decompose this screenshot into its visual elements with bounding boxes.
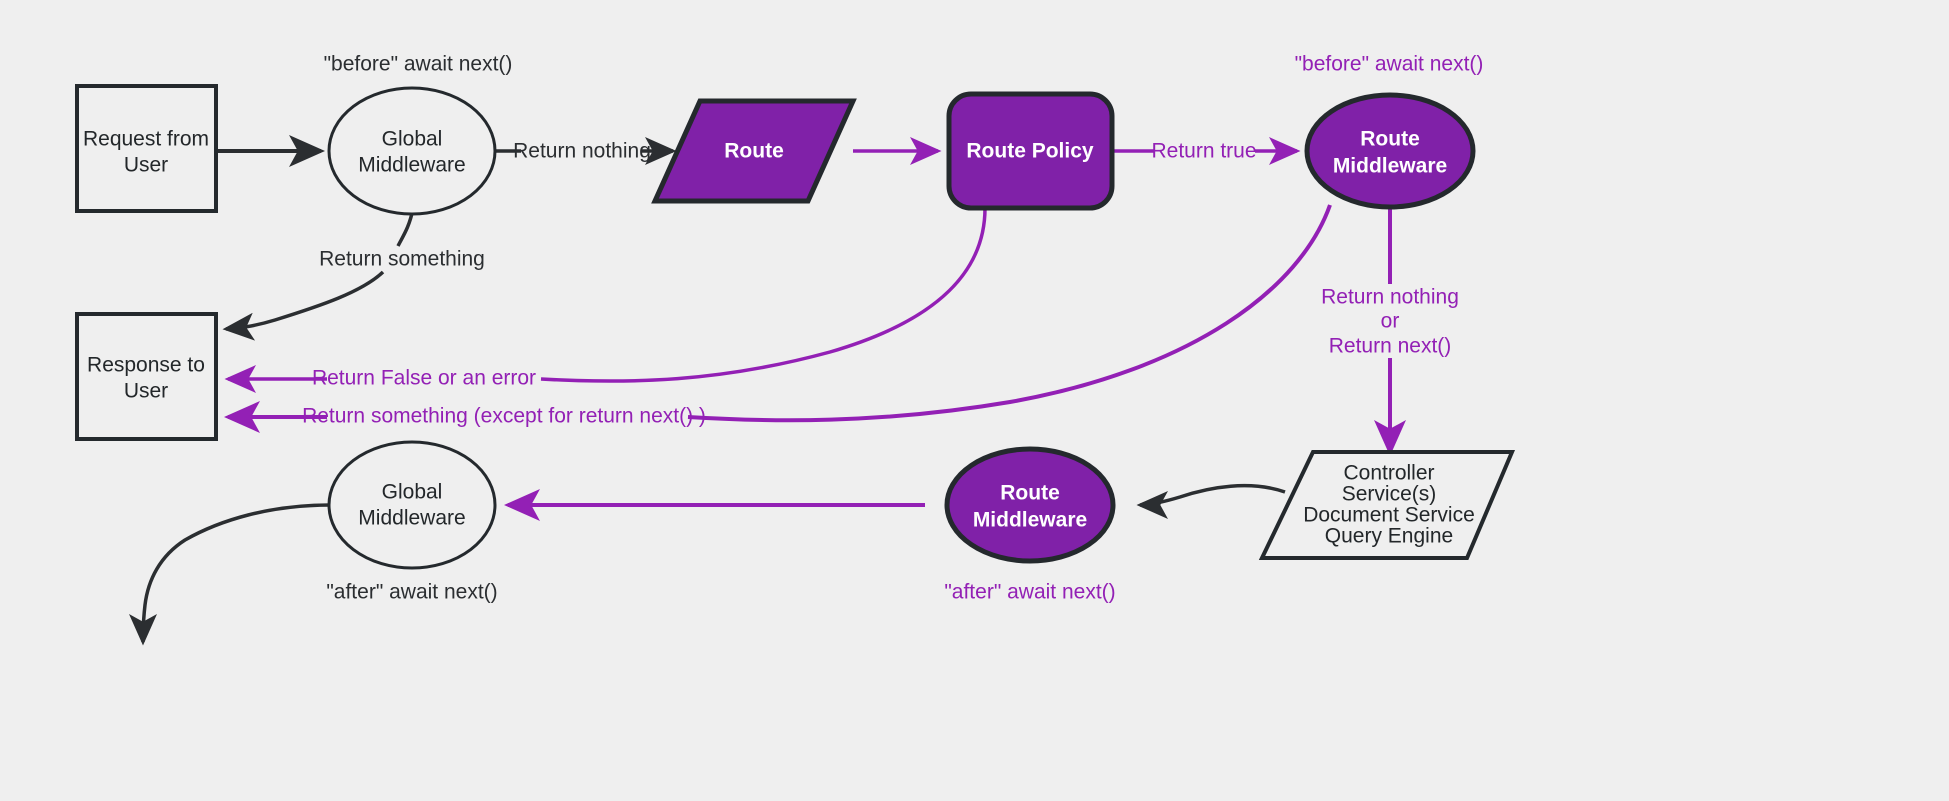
edge-route-policy-to-response-false: Return False or an error xyxy=(224,207,987,393)
edge-label-return-false-or-error: Return False or an error xyxy=(312,367,536,390)
stage-note-global-before: "before" await next() xyxy=(324,53,513,76)
stage-note-global-after: "after" await next() xyxy=(326,581,497,604)
node-global-middleware-bottom-line1: Global xyxy=(382,481,443,504)
edge-global-middleware-to-response: Return something xyxy=(222,208,485,341)
node-response-to-user[interactable]: Response to User xyxy=(75,312,218,441)
node-route-policy[interactable]: Route Policy xyxy=(946,91,1115,211)
node-controller-line3: Document Service xyxy=(1303,504,1475,527)
edge-label-return-nothing-or-next-line3: Return next() xyxy=(1329,335,1452,358)
node-global-middleware-bottom[interactable]: Global Middleware xyxy=(327,440,497,570)
node-route-middleware-bottom[interactable]: Route Middleware xyxy=(944,446,1116,564)
node-route-middleware-top-line1: Route xyxy=(1360,128,1420,151)
node-global-middleware-top-line1: Global xyxy=(382,128,443,151)
stage-note-route-middleware-after: "after" await next() xyxy=(944,581,1115,604)
node-controller-line1: Controller xyxy=(1343,462,1434,485)
edge-label-return-true: Return true xyxy=(1151,140,1256,163)
node-route-middleware-top-line2: Middleware xyxy=(1333,155,1447,178)
node-route-middleware-bottom-line2: Middleware xyxy=(973,509,1087,532)
node-controller-line4: Query Engine xyxy=(1325,525,1453,548)
edge-route-middleware-to-response-something: Return something (except for return next… xyxy=(224,204,1332,433)
node-route-middleware-top[interactable]: Route Middleware xyxy=(1304,92,1476,210)
edge-global-middleware-bottom-to-response xyxy=(129,503,331,646)
edge-controller-to-route-middleware-bottom xyxy=(1136,483,1286,519)
node-route-policy-label: Route Policy xyxy=(966,140,1094,163)
edge-route-middleware-to-controller: Return nothing or Return next() xyxy=(1321,206,1459,456)
node-request-label-line1: Request from xyxy=(83,128,209,151)
node-global-middleware-top[interactable]: Global Middleware xyxy=(327,86,497,216)
edge-label-return-something-except: Return something (except for return next… xyxy=(302,405,706,428)
edge-global-middleware-to-route: Return nothing xyxy=(495,137,677,165)
stage-note-route-middleware-before: "before" await next() xyxy=(1295,53,1484,76)
edge-label-return-nothing-or-next-line2: or xyxy=(1381,310,1400,333)
node-request-from-user[interactable]: Request from User xyxy=(75,84,218,213)
node-route[interactable]: Route xyxy=(651,98,857,204)
edge-label-return-nothing: Return nothing xyxy=(513,140,651,163)
edge-route-policy-to-route-middleware: Return true xyxy=(1113,137,1301,165)
node-global-middleware-bottom-line2: Middleware xyxy=(358,507,465,530)
node-route-label: Route xyxy=(724,140,784,163)
node-response-label-line2: User xyxy=(124,380,168,403)
node-request-label-line2: User xyxy=(124,154,168,177)
node-global-middleware-top-line2: Middleware xyxy=(358,154,465,177)
edge-label-return-nothing-or-next-line1: Return nothing xyxy=(1321,286,1459,309)
node-route-middleware-bottom-line1: Route xyxy=(1000,482,1060,505)
node-controller-services[interactable]: Controller Service(s) Document Service Q… xyxy=(1258,450,1516,560)
node-controller-line2: Service(s) xyxy=(1342,483,1437,506)
node-response-label-line1: Response to xyxy=(87,354,205,377)
edge-label-return-something: Return something xyxy=(319,248,485,271)
